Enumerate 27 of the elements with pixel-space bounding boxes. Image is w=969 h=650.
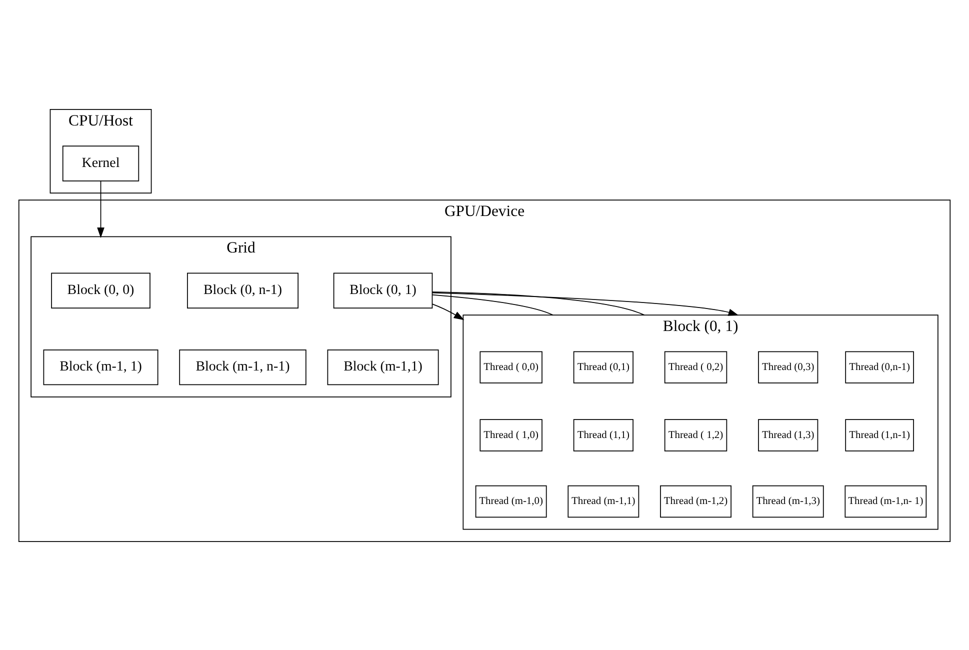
node-box: Thread (m-1,n- 1) xyxy=(844,484,927,518)
node-box: Thread ( 1,0) xyxy=(480,418,542,451)
node-box: Thread (m-1,1) xyxy=(568,484,640,518)
connector xyxy=(432,291,645,315)
node-box: Block (m-1, n-1) xyxy=(179,348,306,385)
node-box: Thread (m-1,2) xyxy=(660,484,732,518)
node-box: Block (m-1, 1) xyxy=(43,348,158,385)
arrow xyxy=(97,180,104,238)
node-box: Thread (1,n-1) xyxy=(845,418,914,451)
node-box: Thread ( 0,2) xyxy=(664,350,728,383)
node-box: Thread (0,1) xyxy=(573,350,634,383)
arrow xyxy=(432,292,739,316)
node-box: Thread (m-1,3) xyxy=(752,484,824,518)
node-box: Block (0, 1) xyxy=(333,272,433,308)
arrow xyxy=(432,303,464,320)
node-box: Block (0, 0) xyxy=(51,272,150,308)
node-box: Block (0, n-1) xyxy=(187,272,298,308)
node-box: Thread (0,n-1) xyxy=(845,350,914,383)
node-box: Thread (1,3) xyxy=(758,418,818,451)
node-box: Block (m-1,1) xyxy=(327,348,439,385)
node-box: Thread ( 1,2) xyxy=(664,418,728,451)
node-box: Thread (0,3) xyxy=(758,350,818,383)
node-box: Thread (m-1,0) xyxy=(475,484,547,518)
connector xyxy=(432,294,554,315)
node-box: Thread (1,1) xyxy=(573,418,634,451)
node-box: Thread ( 0,0) xyxy=(480,350,542,383)
node-box: Kernel xyxy=(62,145,140,181)
